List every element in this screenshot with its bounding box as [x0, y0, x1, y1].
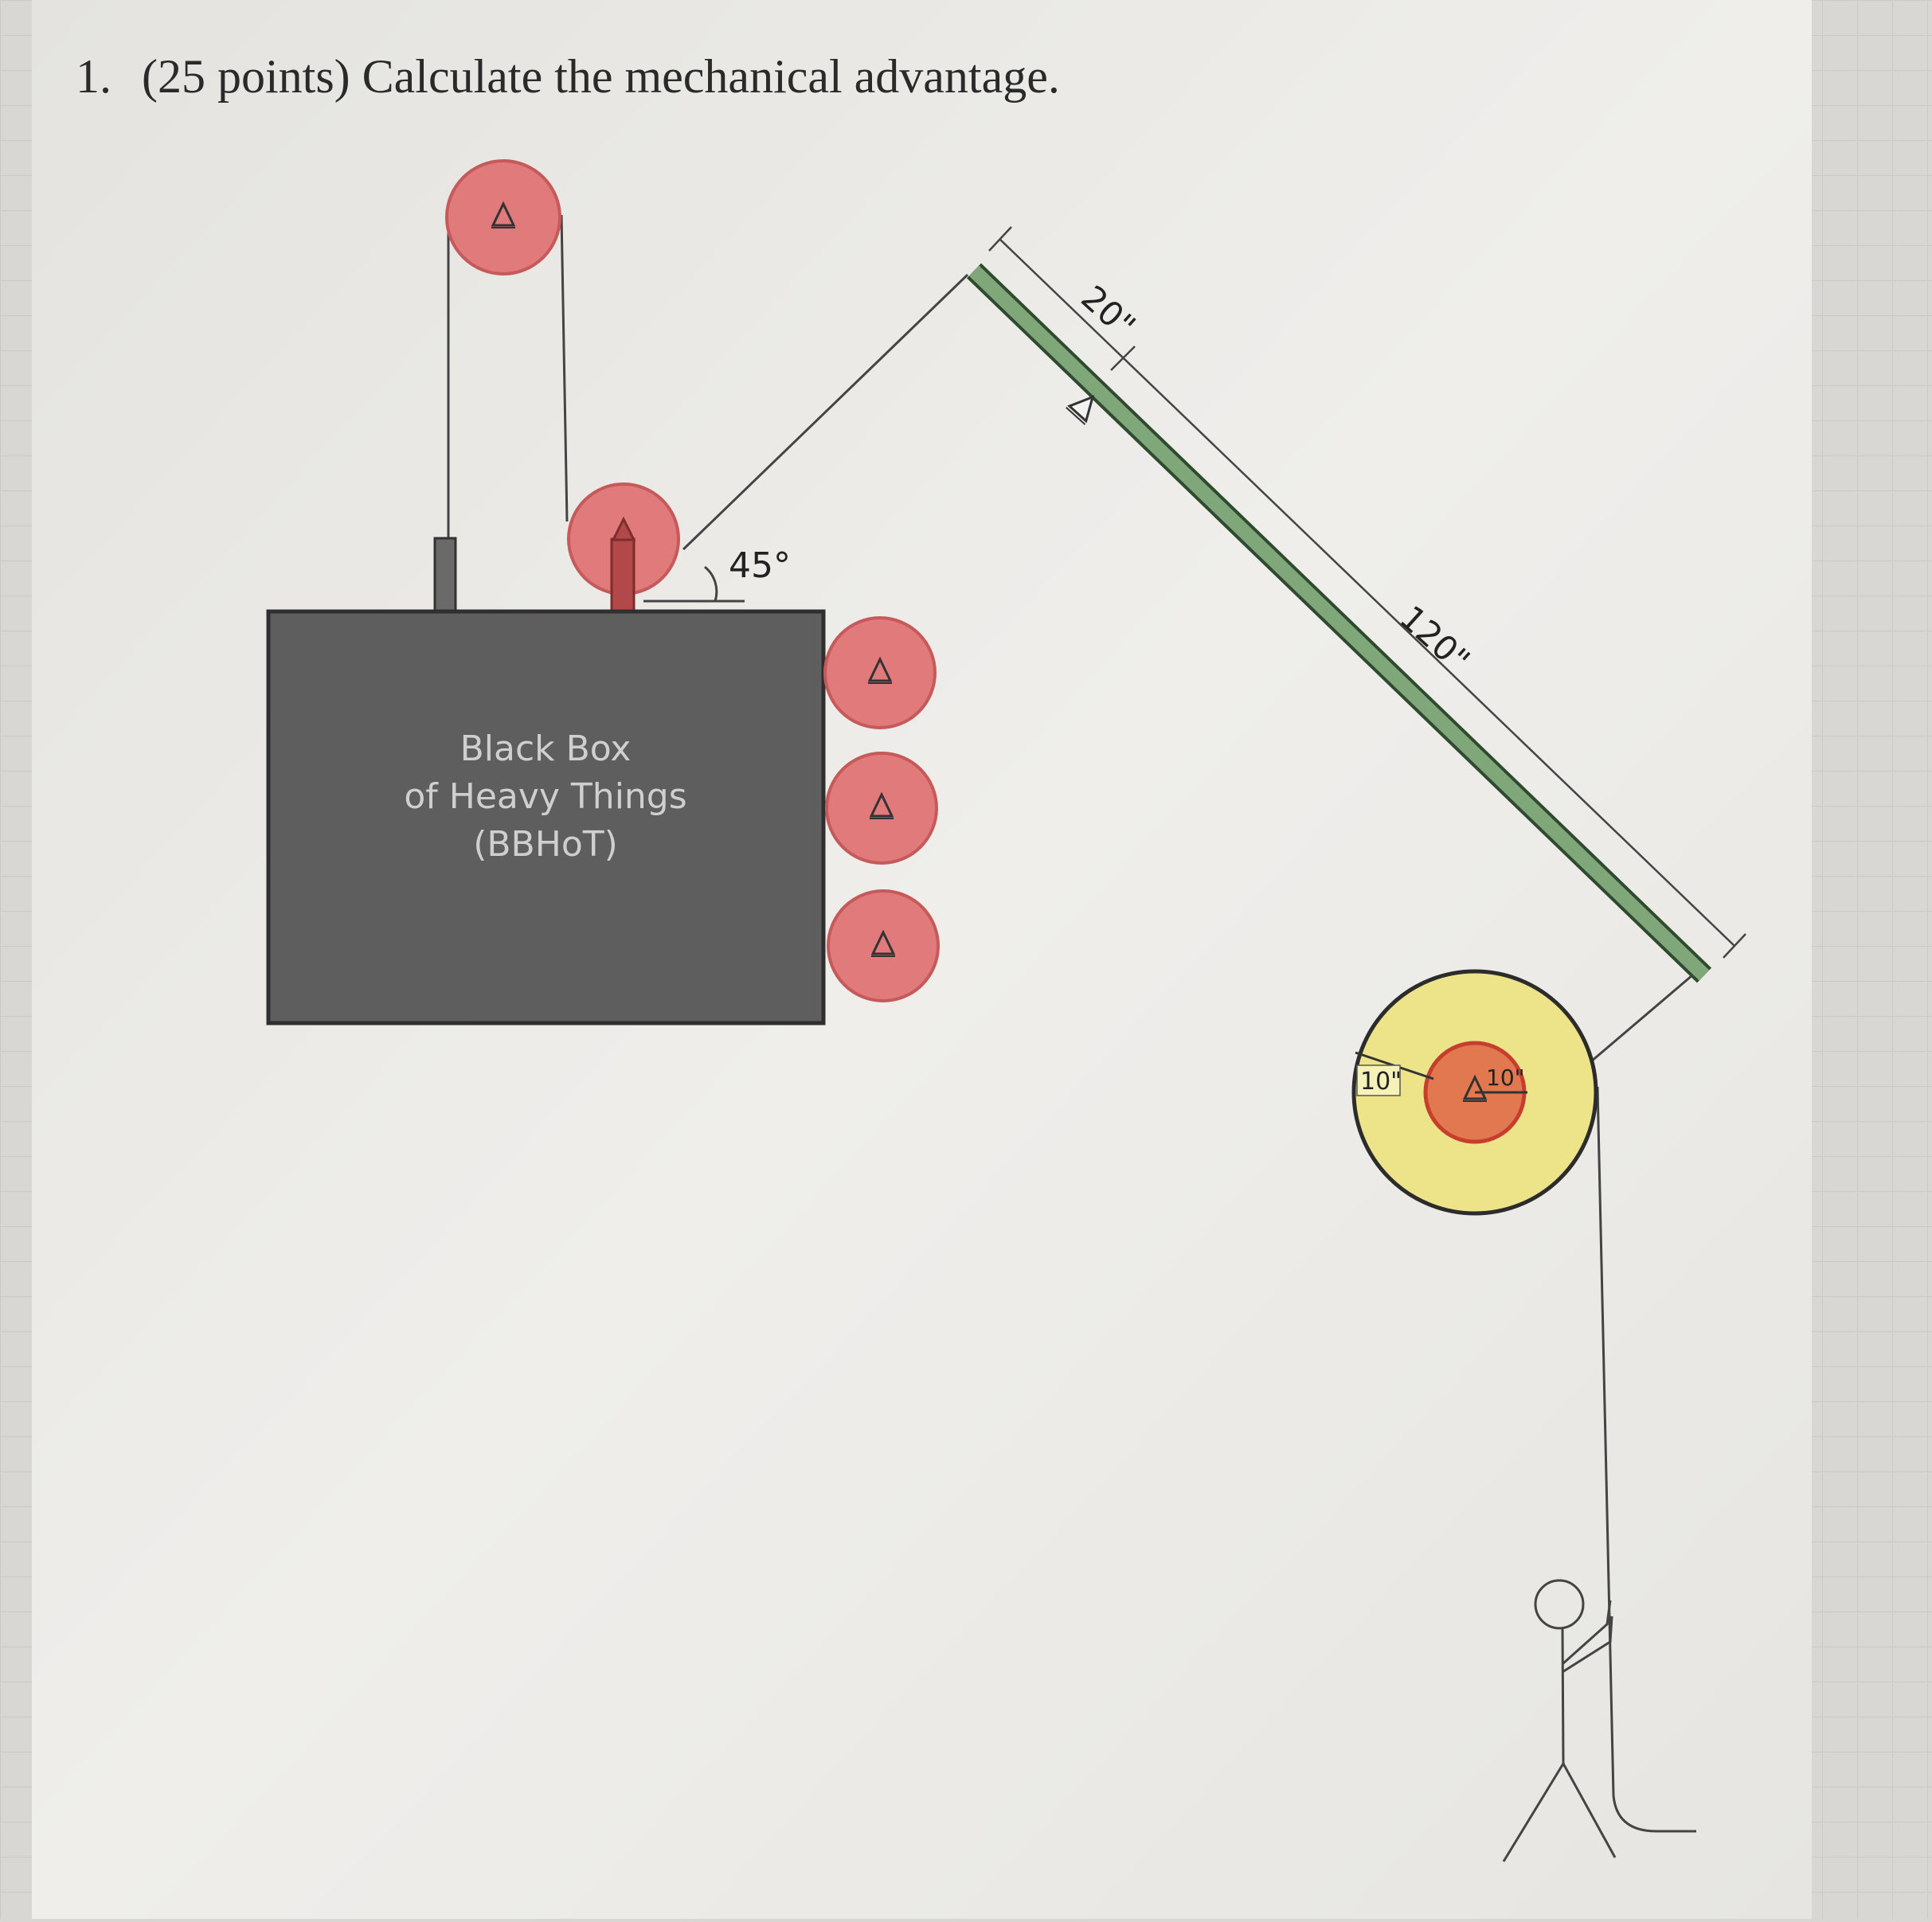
pivot-triangle-icon — [1066, 395, 1095, 425]
angle-marker: 45° — [643, 545, 791, 603]
pivot-triangle-icon — [611, 516, 636, 541]
black-box: Black Box of Heavy Things (BBHoT) — [266, 609, 826, 1025]
rope-right-vertical — [560, 214, 569, 522]
axle-radius-label: 10" — [1486, 1065, 1525, 1091]
pivot-triangle-icon — [867, 656, 893, 684]
person-body — [1561, 1627, 1565, 1764]
angle-label: 45° — [729, 545, 791, 586]
roller-2 — [825, 752, 938, 865]
lever-bar — [968, 265, 1710, 981]
box-post-left — [433, 537, 457, 613]
question-text: (25 points) Calculate the mechanical adv… — [142, 50, 1060, 103]
roller-3 — [827, 889, 940, 1002]
pivot-triangle-icon — [869, 791, 894, 819]
person-arm-lower — [1562, 1615, 1613, 1674]
question-number: 1. — [76, 50, 111, 103]
pivot-triangle-icon — [491, 201, 516, 229]
dimension-line — [999, 238, 1735, 947]
wheel-and-axle: 10" 10" — [1351, 969, 1598, 1216]
person-leg-right — [1562, 1763, 1617, 1858]
box-post-right — [610, 537, 636, 615]
top-fixed-pulley — [445, 159, 561, 275]
movable-pulley — [433, 482, 680, 615]
pivot-triangle-icon — [870, 929, 896, 957]
box-label-line2: of Heavy Things — [404, 776, 686, 817]
person-arm-upper — [1562, 1600, 1612, 1666]
person-head — [1534, 1579, 1585, 1630]
question-heading: 1. (25 points) Calculate the mechanical a… — [76, 49, 1060, 104]
box-label-line3: (BBHoT) — [473, 824, 618, 865]
rope-to-lever — [682, 273, 969, 551]
box-label-line1: Black Box — [460, 729, 632, 769]
pivot-triangle-icon — [1462, 1074, 1488, 1102]
stick-figure-person — [1502, 1579, 1617, 1862]
wheel-radius-label: 10" — [1360, 1068, 1402, 1096]
rope-down-to-person — [1596, 1086, 1696, 1833]
side-rollers — [823, 616, 940, 1002]
roller-1 — [823, 616, 937, 729]
person-leg-left — [1502, 1763, 1565, 1862]
